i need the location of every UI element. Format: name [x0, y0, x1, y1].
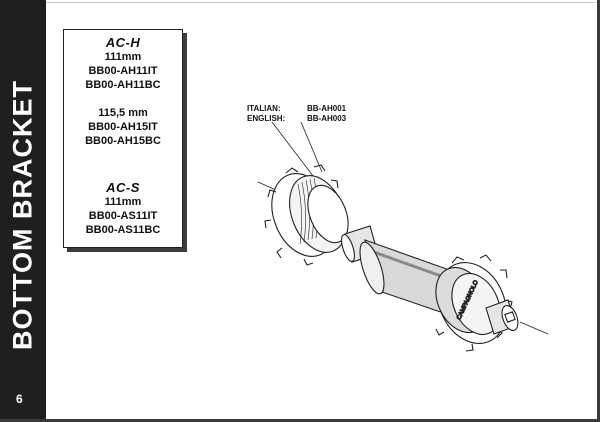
section-side-tab: BOTTOM BRACKET 6 [0, 0, 46, 419]
spec-heading: AC-H [105, 35, 141, 50]
spec-group-ac-h: AC-H 111mm BB00-AH11IT BB00-AH11BC [64, 35, 182, 92]
leader-lines [271, 121, 323, 177]
spec-line: BB00-AH11IT [88, 65, 158, 77]
spec-line: BB00-AH15IT [88, 121, 158, 133]
spec-line: BB00-AS11IT [88, 210, 158, 222]
spec-group-115: 115,5 mm BB00-AH15IT BB00-AH15BC [64, 106, 182, 148]
english-code: BB-AH003 [307, 114, 347, 123]
spec-line: BB00-AS11BC [85, 224, 161, 236]
spec-line: BB00-AH15BC [85, 135, 161, 147]
spec-heading: AC-S [106, 180, 140, 195]
spec-box: AC-H 111mm BB00-AH11IT BB00-AH11BC 115,5… [63, 29, 183, 248]
spec-line: 111mm [104, 51, 142, 63]
spec-line: 111mm [104, 196, 142, 208]
top-rule [46, 2, 596, 3]
right-cup-icon: CAMPAGNOLO [435, 254, 513, 352]
spec-line: 115,5 mm [98, 107, 148, 119]
left-cup-icon [264, 164, 349, 266]
italian-label: ITALIAN: [247, 104, 281, 113]
spindle-end-icon [485, 299, 519, 335]
spec-line: BB00-AH11BC [85, 79, 161, 91]
italian-code: BB-AH001 [307, 104, 347, 113]
spec-group-ac-s: AC-S 111mm BB00-AS11IT BB00-AS11BC [64, 180, 182, 237]
page-number: 6 [16, 392, 23, 406]
english-label: ENGLISH: [247, 114, 286, 123]
